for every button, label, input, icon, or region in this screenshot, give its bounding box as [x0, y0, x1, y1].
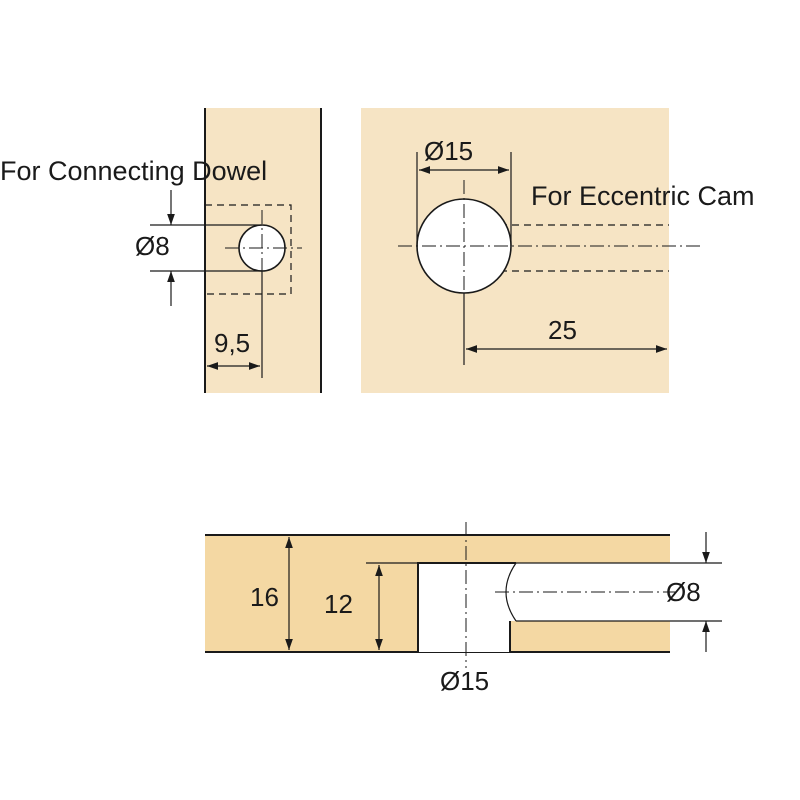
cam-depth-label: 12	[324, 589, 353, 619]
dowel-bore-hidden-outline	[204, 204, 292, 295]
dowel-diameter-label: Ø8	[135, 231, 170, 261]
bottom-cam-diameter-label: Ø15	[440, 666, 489, 696]
cam-panel-view	[361, 108, 702, 393]
section-view	[205, 522, 722, 668]
cam-distance-label: 25	[548, 315, 577, 345]
dowel-title-label: For Connecting Dowel	[0, 156, 267, 186]
cam-cavity	[418, 563, 516, 652]
cam-diameter-label: Ø15	[424, 136, 473, 166]
cam-title-label: For Eccentric Cam	[531, 181, 755, 211]
dowel-offset-label: 9,5	[214, 328, 250, 358]
dowel-panel-view	[150, 108, 322, 393]
cam-panel-face	[361, 108, 669, 393]
panel-thickness-label: 16	[250, 582, 279, 612]
channel-diameter-label: Ø8	[666, 577, 701, 607]
